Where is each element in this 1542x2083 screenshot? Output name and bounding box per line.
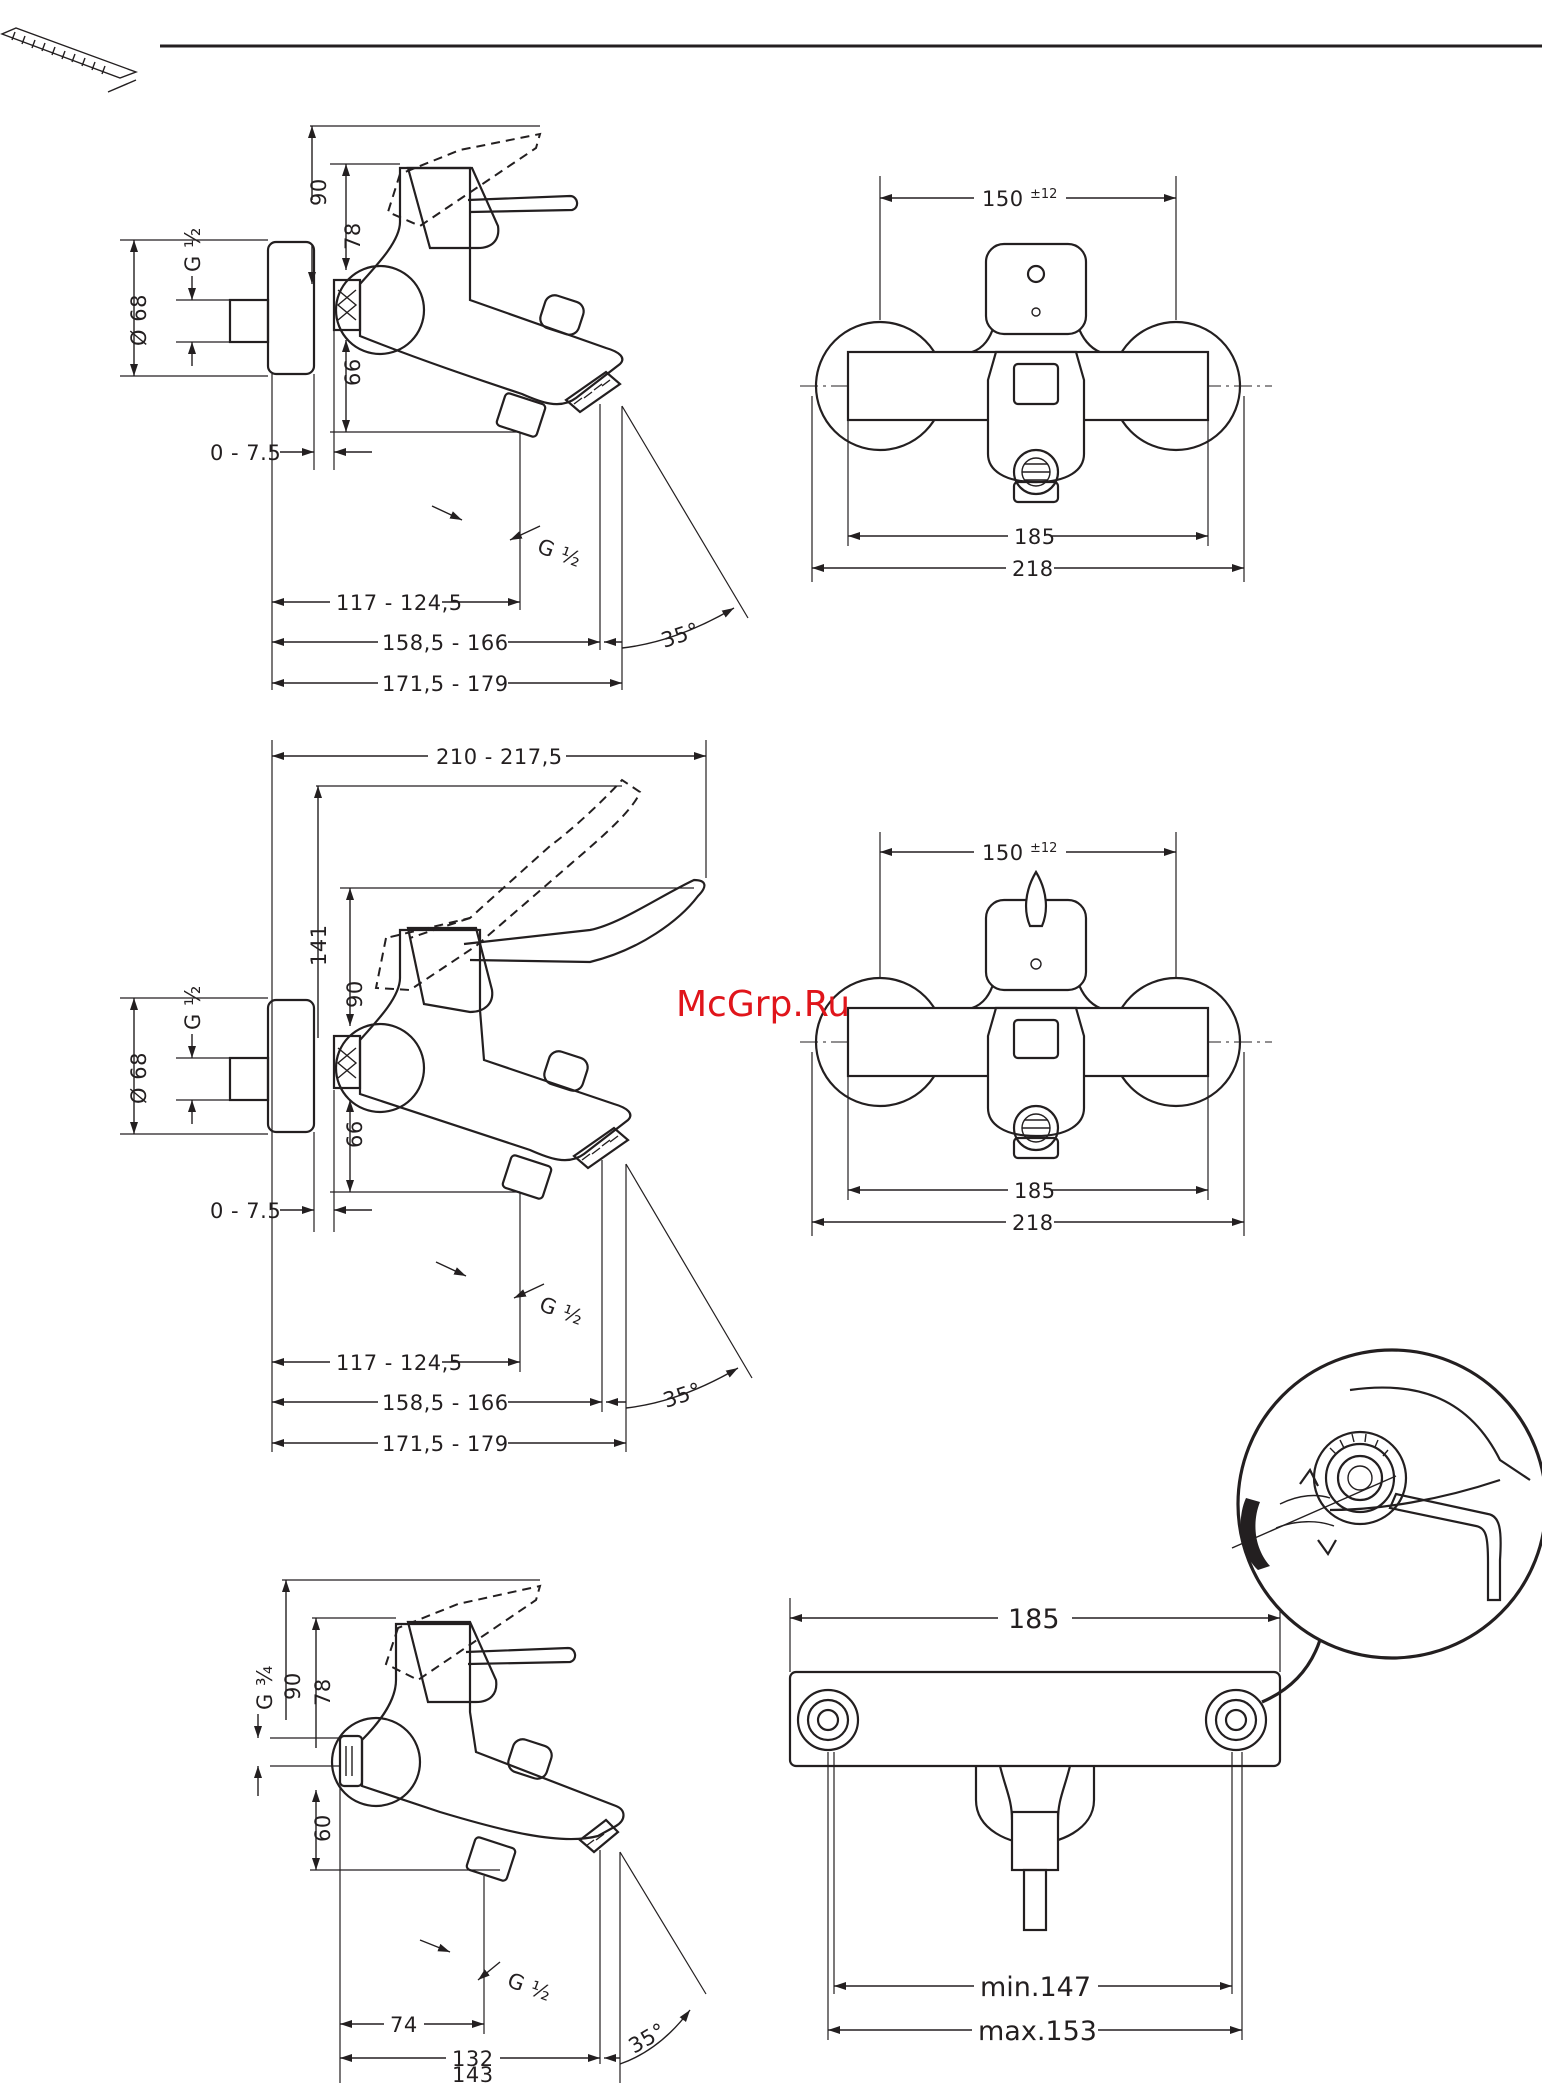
t3-max-153: max.153 <box>978 2016 1097 2047</box>
v2-thread: G ½ <box>181 985 205 1030</box>
v3-thread: G ¾ <box>253 1665 277 1710</box>
f2-width-218: 218 <box>1012 1211 1054 1235</box>
v1-angle: 35° <box>658 618 702 653</box>
v1-height-78: 78 <box>341 222 365 250</box>
v1-wall-offset: 0 - 7.5 <box>210 441 281 465</box>
v2-height-66: 66 <box>343 1120 367 1148</box>
f2-centers: 150 <box>982 841 1024 865</box>
v1-diameter: Ø 68 <box>127 294 151 346</box>
v2-height-90: 90 <box>343 980 367 1008</box>
f1-centers-tol: ±12 <box>1030 187 1057 202</box>
f1-centers: 150 <box>982 187 1024 211</box>
f2-centers-tol: ±12 <box>1030 841 1057 856</box>
v1-reach-1: 117 - 124,5 <box>336 591 463 615</box>
v1-reach-2: 158,5 - 166 <box>382 631 509 655</box>
v1-height-66: 66 <box>341 358 365 386</box>
v2-lever-reach: 210 - 217,5 <box>436 745 563 769</box>
v3-reach-74: 74 <box>390 2013 418 2037</box>
v2-height-141: 141 <box>307 924 331 966</box>
v3-outlet-thread: G ½ <box>504 1968 554 2006</box>
top-view-3: 185 min.147 max.153 <box>790 1598 1280 2047</box>
t3-width-185: 185 <box>1008 1604 1060 1635</box>
v1-reach-3: 171,5 - 179 <box>382 672 509 696</box>
f1-width-218: 218 <box>1012 557 1054 581</box>
v2-diameter: Ø 68 <box>127 1052 151 1104</box>
v3-reach-143: 143 <box>452 2063 494 2083</box>
side-view-2 <box>120 740 752 1452</box>
v2-reach-1: 117 - 124,5 <box>336 1351 463 1375</box>
v3-height-60: 60 <box>311 1814 335 1842</box>
f1-width-185: 185 <box>1014 525 1056 549</box>
t3-min-147: min.147 <box>980 1972 1091 2003</box>
side-view-2-dimensions: 210 - 217,5 141 90 G ½ Ø 68 66 0 - 7.5 G… <box>127 742 704 1456</box>
v2-reach-2: 158,5 - 166 <box>382 1391 509 1415</box>
watermark: McGrp.Ru <box>676 984 850 1025</box>
v1-height-90: 90 <box>307 178 331 206</box>
v2-outlet-thread: G ½ <box>536 1292 586 1330</box>
magnifier-detail-icon <box>1232 1350 1542 1702</box>
front-view-2: 150 ±12 185 218 <box>800 832 1272 1236</box>
v2-wall-offset: 0 - 7.5 <box>210 1199 281 1223</box>
v3-height-90: 90 <box>281 1672 305 1700</box>
ruler-icon <box>2 28 136 92</box>
v2-reach-3: 171,5 - 179 <box>382 1432 509 1456</box>
v3-height-78: 78 <box>311 1678 335 1706</box>
v1-outlet-thread: G ½ <box>534 534 584 572</box>
v1-thread: G ½ <box>181 227 205 272</box>
side-view-1-dimensions: 90 78 G ½ Ø 68 66 0 - 7.5 G ½ 117 - 124,… <box>127 178 702 696</box>
v3-angle: 35° <box>625 2018 671 2058</box>
front-view-1: 150 ±12 185 218 <box>800 176 1272 582</box>
f2-width-185: 185 <box>1014 1179 1056 1203</box>
v2-angle: 35° <box>660 1378 704 1413</box>
